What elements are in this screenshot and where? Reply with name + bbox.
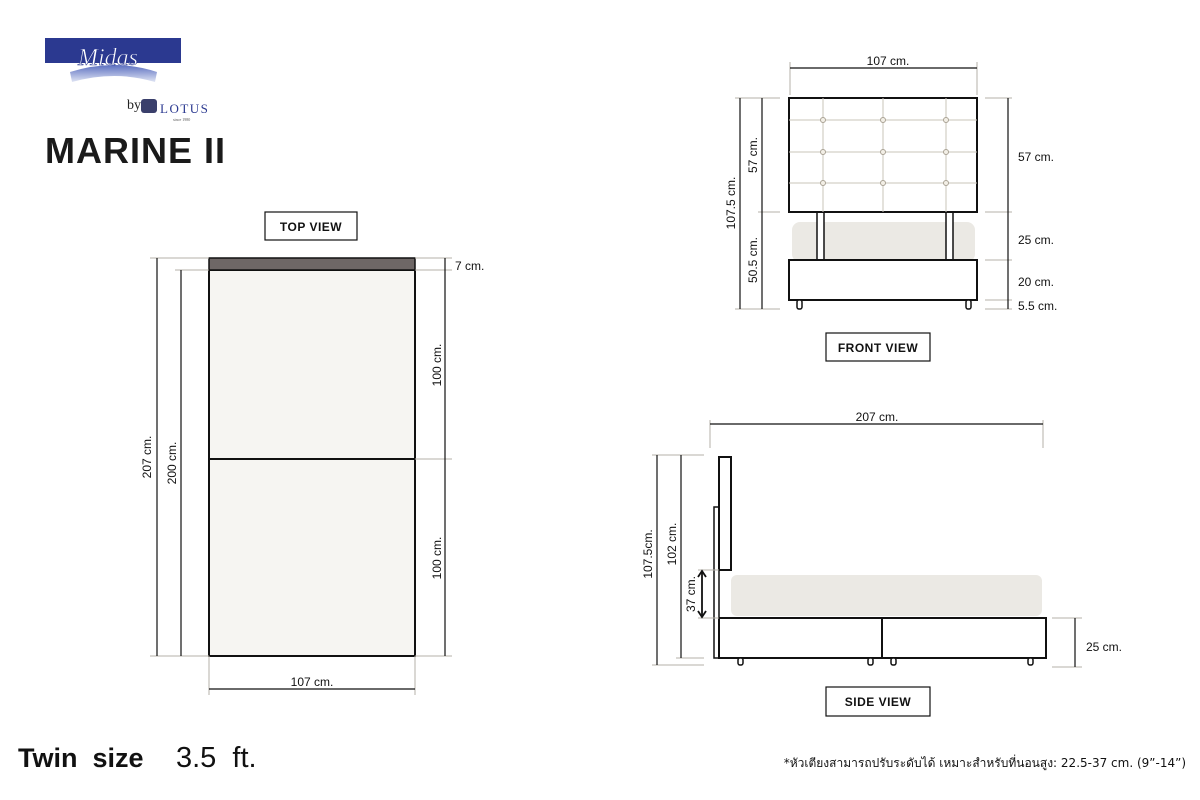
headboard-note: *หัวเตียงสามารถปรับระดับได้ เหมาะสำหรับท… (784, 754, 1186, 771)
svg-text:100 cm.: 100 cm. (430, 344, 444, 387)
svg-text:107.5 cm.: 107.5 cm. (724, 177, 738, 230)
svg-text:100 cm.: 100 cm. (430, 537, 444, 580)
front-view-label: FRONT VIEW (838, 341, 919, 355)
svg-text:107 cm.: 107 cm. (291, 675, 334, 689)
svg-text:25 cm.: 25 cm. (1018, 233, 1054, 247)
svg-text:25 cm.: 25 cm. (1086, 640, 1122, 654)
midas-logo: Midas by LOTUS since 1980 (45, 38, 209, 122)
svg-text:57 cm.: 57 cm. (746, 137, 760, 173)
front-view: 107 cm. 107.5 cm. 57 cm. 50.5 cm. 57 cm.… (724, 54, 1057, 362)
top-view-label: TOP VIEW (280, 220, 342, 234)
svg-text:LOTUS: LOTUS (160, 101, 209, 116)
svg-text:50.5 cm.: 50.5 cm. (746, 237, 760, 283)
top-view-label-box (264, 211, 358, 241)
size-value: 3.5 ft. (176, 742, 257, 774)
svg-text:37 cm.: 37 cm. (684, 576, 698, 612)
side-view-label: SIDE VIEW (845, 695, 912, 709)
top-view: TOP VIEW 207 cm. 200 cm. 7 cm. 100 cm. 1… (140, 211, 484, 695)
svg-text:107 cm.: 107 cm. (867, 54, 910, 68)
svg-text:207 cm.: 207 cm. (140, 436, 154, 479)
product-title: MARINE II (45, 130, 226, 171)
svg-text:102 cm.: 102 cm. (665, 523, 679, 566)
svg-text:57 cm.: 57 cm. (1018, 150, 1054, 164)
svg-text:20 cm.: 20 cm. (1018, 275, 1054, 289)
headboard-strip (208, 257, 416, 271)
tufting-buttons (820, 117, 949, 186)
svg-text:7 cm.: 7 cm. (455, 259, 484, 273)
lotus-crest-icon (141, 99, 157, 113)
size-label: Twin size (18, 743, 144, 773)
side-view: 207 cm. 107.5cm. 102 cm. 37 cm. 25 cm. S… (641, 410, 1122, 717)
svg-text:107.5cm.: 107.5cm. (641, 529, 655, 578)
svg-text:200 cm.: 200 cm. (165, 442, 179, 485)
svg-text:since 1980: since 1980 (173, 117, 190, 122)
svg-text:Midas: Midas (77, 45, 138, 71)
svg-text:by: by (127, 98, 141, 113)
svg-text:5.5 cm.: 5.5 cm. (1018, 299, 1057, 313)
svg-text:207 cm.: 207 cm. (856, 410, 899, 424)
